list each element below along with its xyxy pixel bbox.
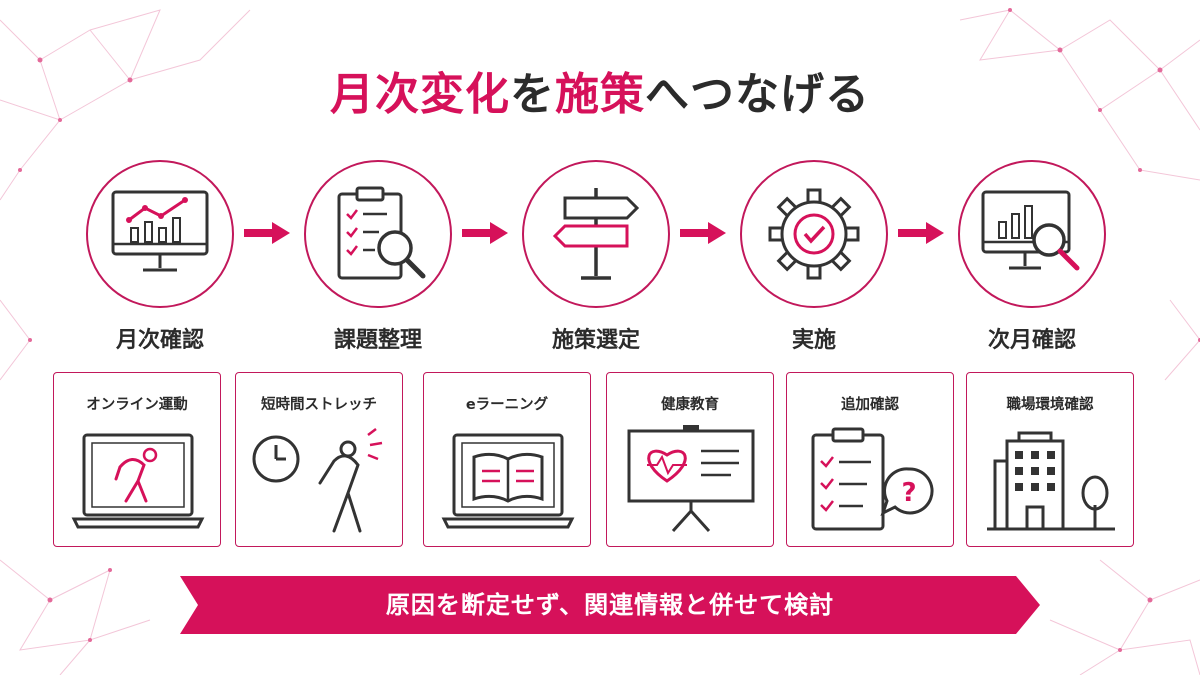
step-monthly-check: 月次確認: [80, 160, 240, 354]
step-circle: [740, 160, 888, 308]
office-building-icon: [987, 431, 1115, 531]
step-circle: [958, 160, 1106, 308]
card-label: 職場環境確認: [1006, 397, 1094, 413]
arrow-right-icon: [680, 222, 726, 244]
presentation-heart-icon: [627, 425, 755, 533]
card-label: 追加確認: [841, 397, 899, 413]
step-label: 月次確認: [115, 328, 204, 353]
card-label: eラーニング: [465, 397, 549, 413]
banner-text: 原因を断定せず、関連情報と併せて検討: [385, 591, 835, 619]
title-highlight-1: 月次変化: [330, 69, 510, 120]
card-label: 短時間ストレッチ: [261, 397, 377, 413]
clipboard-magnifier-icon: [337, 186, 426, 280]
arrow-right-icon: [898, 222, 944, 244]
step-next-month-check: 次月確認: [952, 160, 1112, 354]
signpost-icon: [552, 188, 640, 280]
gear-check-icon: [768, 188, 860, 280]
card-label: オンライン運動: [86, 397, 188, 413]
step-issue-organize: 課題整理: [298, 160, 458, 354]
card-workplace-check: 職場環境確認: [966, 372, 1134, 547]
monitor-chart-icon: [111, 190, 209, 272]
page-title: 月次変化を施策へつなげる: [0, 58, 1200, 122]
step-label: 施策選定: [551, 328, 640, 353]
laptop-exercise-icon: [71, 433, 205, 529]
step-circle: [304, 160, 452, 308]
monitor-magnifier-icon: [981, 190, 1080, 271]
clock-stretch-icon: [252, 428, 383, 533]
card-online-exercise: オンライン運動: [53, 372, 221, 547]
card-additional-check: 追加確認 ?: [786, 372, 954, 547]
conclusion-banner: 原因を断定せず、関連情報と併せて検討: [180, 576, 1040, 634]
step-label: 実施: [791, 328, 836, 353]
card-short-stretch: 短時間ストレッチ: [235, 372, 403, 547]
arrow-right-icon: [462, 222, 508, 244]
step-label: 次月確認: [987, 328, 1076, 353]
step-measure-select: 施策選定: [516, 160, 676, 354]
arrow-right-icon: [244, 222, 290, 244]
banner-arrow-shape: [180, 576, 1040, 634]
card-label: 健康教育: [661, 397, 719, 413]
card-health-education: 健康教育: [606, 372, 774, 547]
svg-text:?: ?: [901, 478, 916, 508]
step-implementation: 実施: [734, 160, 894, 354]
title-text-1: を: [510, 69, 555, 120]
card-e-learning: eラーニング: [423, 372, 591, 547]
step-circle: [86, 160, 234, 308]
laptop-book-icon: [441, 433, 575, 529]
checklist-question-icon: ?: [811, 427, 934, 531]
title-text-2: へつなげる: [645, 69, 870, 120]
step-circle: [522, 160, 670, 308]
title-highlight-2: 施策: [555, 69, 645, 120]
step-label: 課題整理: [333, 328, 422, 353]
